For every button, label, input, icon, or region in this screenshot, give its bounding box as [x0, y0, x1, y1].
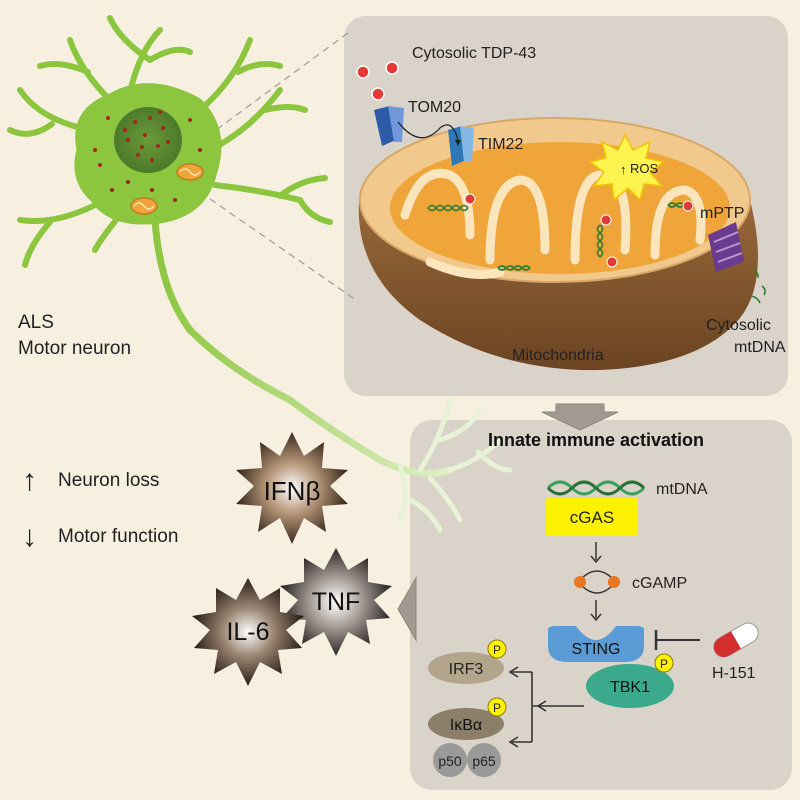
tom20-icon	[374, 106, 404, 146]
tnf-label: TNF	[312, 588, 361, 616]
tim22-icon	[448, 126, 474, 166]
up-arrow-icon: ↑	[22, 464, 37, 497]
ikba-phospho-icon	[487, 697, 507, 717]
mptp-label: mPTP	[700, 205, 744, 222]
down-arrow-icon: ↓	[22, 520, 37, 553]
cytosolic-tdp43-label: Cytosolic TDP-43	[412, 45, 536, 62]
tbk1-downstream-arrows	[512, 671, 584, 743]
mito-mtdna	[427, 202, 693, 271]
cgas-label: cGAS	[570, 508, 614, 527]
ros-up-arrow-icon: ↑	[620, 162, 627, 177]
ifnb-label: IFNβ	[264, 476, 321, 506]
cytosolic-label: Cytosolic	[706, 317, 771, 334]
irf3-shape	[428, 652, 504, 684]
mtdna-helix-icon	[546, 480, 646, 496]
tom20-label: TOM20	[408, 99, 461, 116]
arrowhead-cgas-cgamp	[590, 555, 602, 564]
zoom-line-bottom	[199, 191, 357, 301]
mito-matrix	[390, 142, 730, 274]
ikba-phospho-label: P	[493, 701, 501, 715]
irf3-phospho-label: P	[493, 643, 501, 657]
tdp43-dots-soma	[93, 110, 202, 202]
soma-mito-2-cristae	[133, 202, 155, 210]
released-mtdna	[751, 269, 766, 304]
cgamp-label: cGAMP	[632, 575, 687, 592]
import-path-arrow	[397, 121, 459, 141]
irf3-phospho-icon	[487, 639, 507, 659]
mito-tdp43-dots	[464, 193, 694, 268]
irf3-label: IRF3	[449, 661, 484, 678]
p65-shape	[467, 743, 501, 777]
als-label: ALS	[18, 312, 54, 333]
soma-mito-1-cristae	[179, 168, 201, 176]
arrowhead-to-irf3	[508, 666, 519, 678]
motor-function-label: Motor function	[58, 526, 178, 547]
p65-label: p65	[472, 753, 496, 769]
tnf-burst	[280, 548, 392, 656]
cgas-box	[546, 498, 638, 536]
cgamp-icon	[574, 570, 620, 594]
mtdna-label: mtDNA	[656, 481, 708, 498]
ikba-shape	[428, 708, 504, 740]
tim22-label: TIM22	[478, 136, 523, 153]
cytokine-release-arrow	[397, 576, 417, 642]
cytosolic-tdp43-dots	[356, 61, 399, 101]
mptp-pore	[708, 222, 744, 272]
arrowhead-to-bracket	[536, 700, 547, 712]
h151-capsule-icon	[713, 622, 759, 658]
tbk1-shape	[586, 664, 674, 708]
import-arrowhead	[455, 140, 461, 146]
h151-label: H-151	[712, 665, 756, 682]
ros-label: ROS	[630, 161, 659, 176]
p50-shape	[433, 743, 467, 777]
nucleus	[114, 107, 182, 173]
neuron-loss-label: Neuron loss	[58, 470, 159, 491]
p50-label: p50	[438, 753, 462, 769]
axon	[151, 216, 454, 477]
mtdna-cytosolic-label: mtDNA	[734, 339, 786, 356]
tbk1-phospho-icon	[654, 653, 674, 673]
sting-label: STING	[572, 641, 621, 658]
motor-neuron-label: Motor neuron	[18, 338, 131, 359]
ikba-label: IκBα	[450, 717, 482, 734]
immune-panel	[410, 420, 792, 790]
panel-transition-arrow	[541, 403, 619, 431]
ros-burst-icon	[588, 133, 666, 202]
il6-burst	[192, 578, 304, 686]
axon-terminals	[397, 397, 513, 533]
sting-shape	[548, 626, 644, 662]
arrowhead-to-ikba	[508, 736, 519, 748]
il6-label: IL-6	[226, 618, 269, 646]
tbk1-phospho-label: P	[660, 657, 668, 671]
ifnb-burst	[236, 432, 348, 544]
mitochondria-label: Mitochondria	[512, 347, 604, 364]
innate-immune-title: Innate immune activation	[488, 430, 704, 450]
tbk1-label: TBK1	[610, 679, 650, 696]
arrowhead-cgamp-sting	[590, 613, 602, 622]
